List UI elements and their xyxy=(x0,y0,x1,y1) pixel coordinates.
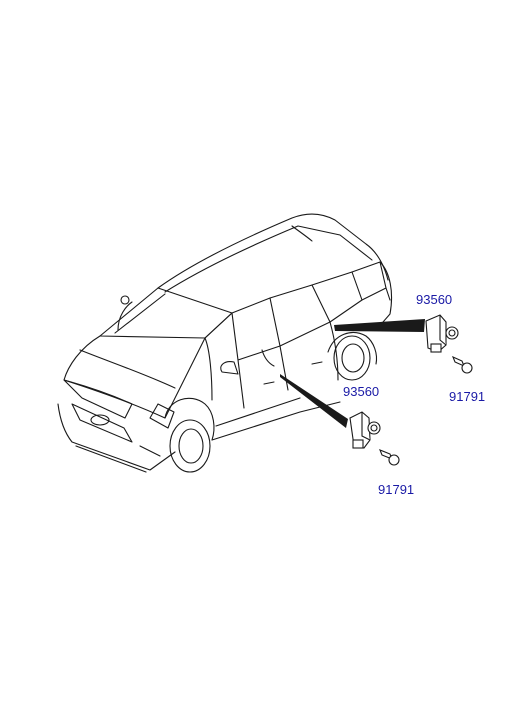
screw-part-rear xyxy=(451,355,473,374)
screw-part-front xyxy=(379,449,400,466)
callout-front-door-switch[interactable]: 93560 xyxy=(343,384,380,399)
callout-rear-door-screw[interactable]: 91791 xyxy=(449,389,486,404)
door-switch-part-front xyxy=(349,411,381,449)
rear-door-leader xyxy=(334,319,425,332)
callout-front-door-screw[interactable]: 91791 xyxy=(378,482,415,497)
car-illustration xyxy=(57,213,393,473)
callout-rear-door-switch[interactable]: 93560 xyxy=(416,292,453,307)
front-door-leader xyxy=(280,374,348,428)
door-switch-part-rear xyxy=(425,314,459,353)
